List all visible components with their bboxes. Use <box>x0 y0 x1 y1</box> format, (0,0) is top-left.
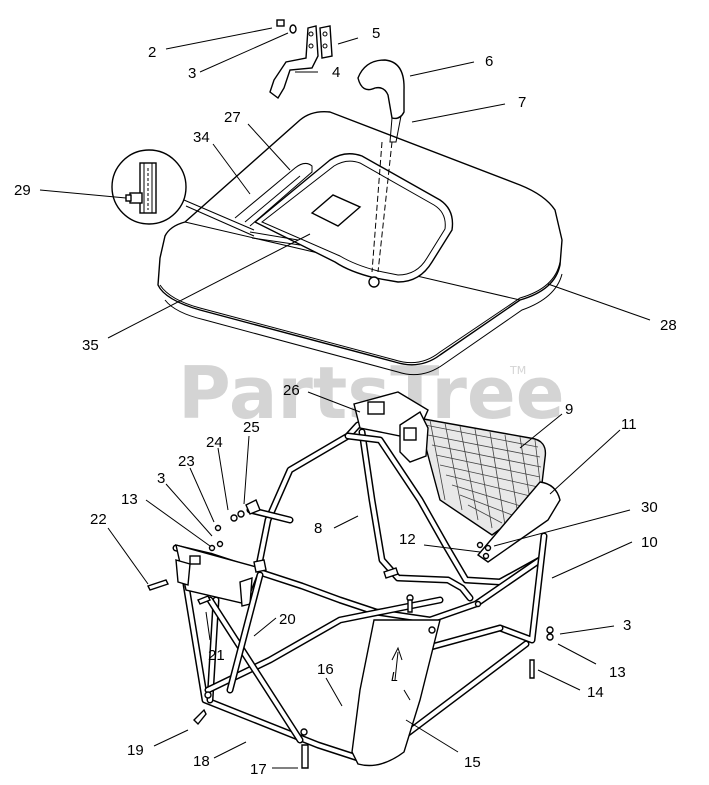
bag-lid <box>157 110 563 376</box>
callout-8: 8 <box>314 520 322 537</box>
callout-16: 16 <box>317 661 334 678</box>
callout-25: 25 <box>243 419 260 436</box>
callout-21: 21 <box>208 647 225 664</box>
callout-20: 20 <box>279 611 296 628</box>
callout-18: 18 <box>193 753 210 770</box>
callout-22: 22 <box>90 511 107 528</box>
callout-26: 26 <box>283 382 300 399</box>
callout-13b: 13 <box>609 664 626 681</box>
callout-10: 10 <box>641 534 658 551</box>
callout-2: 2 <box>148 44 156 61</box>
callout-35: 35 <box>82 337 99 354</box>
callout-numbers: 2 3 4 5 6 7 27 34 29 35 28 26 9 11 24 25… <box>14 25 677 778</box>
callout-28: 28 <box>660 317 677 334</box>
callout-3b: 3 <box>157 470 165 487</box>
leader-lines <box>39 27 651 769</box>
callout-5: 5 <box>372 25 380 42</box>
callout-3c: 3 <box>623 617 631 634</box>
callout-19: 19 <box>127 742 144 759</box>
hinge-hardware <box>269 19 333 100</box>
callout-29: 29 <box>14 182 31 199</box>
catcher-frame: L <box>147 391 561 769</box>
arrow-label: L <box>391 669 398 684</box>
watermark-trademark: TM <box>509 364 526 377</box>
callout-11: 11 <box>621 416 637 433</box>
callout-13: 13 <box>121 491 138 508</box>
callout-6: 6 <box>485 53 493 70</box>
callout-7: 7 <box>518 94 526 111</box>
callout-23: 23 <box>178 453 195 470</box>
detail-inset-circle <box>111 149 255 237</box>
callout-30: 30 <box>641 499 658 516</box>
callout-24: 24 <box>206 434 223 451</box>
callout-14: 14 <box>587 684 604 701</box>
callout-27: 27 <box>224 109 241 126</box>
callout-17: 17 <box>250 761 267 778</box>
handle-grip <box>357 59 405 143</box>
callout-4: 4 <box>332 64 340 81</box>
label-decal <box>310 194 362 227</box>
callout-12: 12 <box>399 531 416 548</box>
callout-9: 9 <box>565 401 573 418</box>
callout-15: 15 <box>464 754 481 771</box>
callout-3: 3 <box>188 65 196 82</box>
callout-34: 34 <box>193 129 210 146</box>
